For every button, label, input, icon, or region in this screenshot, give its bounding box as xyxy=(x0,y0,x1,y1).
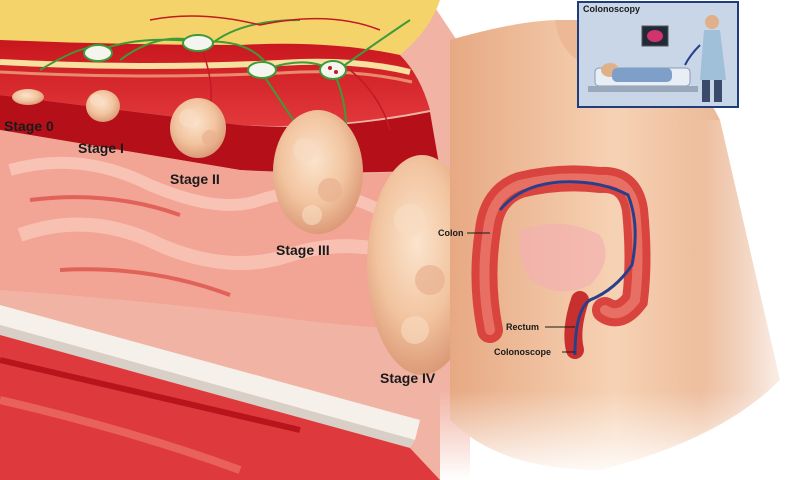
label-colonoscope: Colonoscope xyxy=(494,347,552,357)
colonoscopy-inset xyxy=(577,1,739,108)
label-stage-3: Stage III xyxy=(276,242,330,258)
lymph-nodes xyxy=(83,34,347,80)
leader-lines xyxy=(467,232,575,353)
inset-title: Colonoscopy xyxy=(583,4,641,14)
label-stage-4: Stage IV xyxy=(380,370,436,386)
label-stage-2: Stage II xyxy=(170,171,220,187)
label-stage-1: Stage I xyxy=(78,140,124,156)
label-colon: Colon xyxy=(438,228,464,238)
label-rectum: Rectum xyxy=(506,322,540,332)
label-stage-0: Stage 0 xyxy=(4,118,54,134)
bottom-fade xyxy=(440,390,800,480)
tumors xyxy=(12,89,477,375)
colon-anatomy xyxy=(471,165,651,359)
